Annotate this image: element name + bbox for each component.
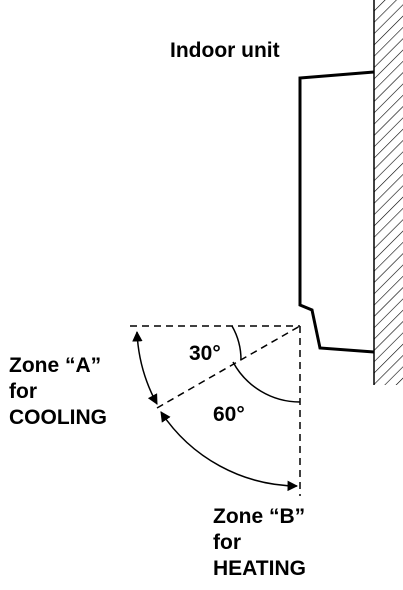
arc-30-degrees (231, 325, 242, 361)
arc-60-degrees (232, 361, 301, 403)
zone-a-line-2: for (9, 380, 37, 403)
dashed-guides (130, 325, 301, 496)
wall (373, 0, 403, 385)
zone-a-line-1: Zone “A” (9, 354, 101, 377)
zone-b-line-3: HEATING (213, 557, 306, 580)
zone-b-line-2: for (213, 531, 241, 554)
zone-b-arc (160, 411, 299, 492)
zone-arcs (132, 330, 299, 492)
zone-a-arc (132, 330, 158, 405)
indoor-unit-outline (298, 70, 375, 354)
angle-30-label: 30° (189, 342, 221, 365)
zone-a-line-3: COOLING (9, 406, 107, 429)
zone-b-line-1: Zone “B” (213, 505, 305, 528)
angle-60-label: 60° (213, 403, 245, 426)
angle-arcs (231, 325, 301, 403)
zone-a-label: Zone “A” for COOLING (9, 354, 107, 429)
zone-b-label: Zone “B” for HEATING (213, 505, 306, 580)
indoor-unit-label: Indoor unit (170, 39, 280, 62)
